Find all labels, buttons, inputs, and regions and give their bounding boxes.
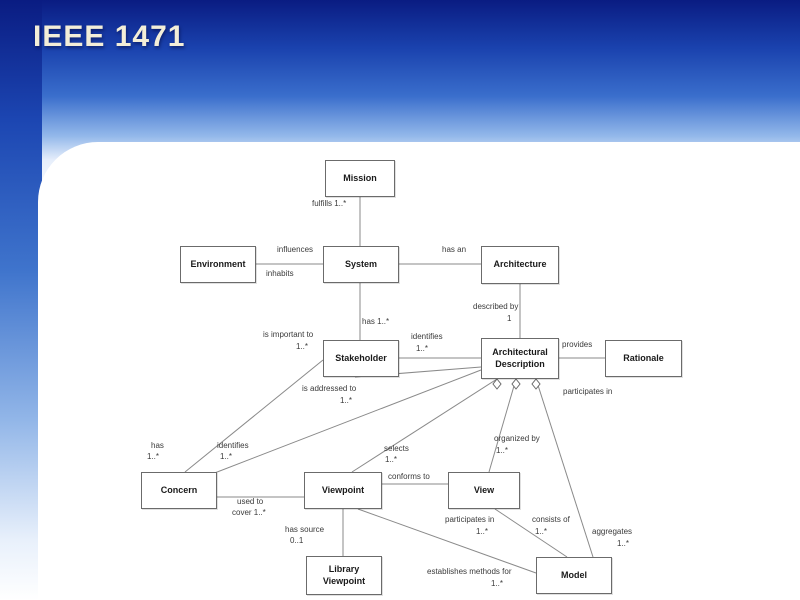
- node-concern: Concern: [141, 472, 217, 509]
- label-multiplicity: 1..*: [491, 579, 504, 588]
- label-described-by: described by: [473, 302, 519, 311]
- node-library-viewpoint: Library Viewpoint: [306, 556, 382, 595]
- node-rationale: Rationale: [605, 340, 682, 377]
- node-viewpoint: Viewpoint: [304, 472, 382, 509]
- label-is-addressed-to: is addressed to: [302, 384, 357, 393]
- label-establishes-methods-for: establishes methods for: [427, 567, 512, 576]
- node-system: System: [323, 246, 399, 283]
- label-multiplicity: 0..1: [290, 536, 304, 545]
- node-architectural-description: Architectural Description: [481, 338, 559, 379]
- node-stakeholder: Stakeholder: [323, 340, 399, 377]
- aggregation-diamond: [531, 378, 541, 390]
- label-has-source: has source: [285, 525, 325, 534]
- left-gradient-strip: [0, 0, 42, 600]
- label-multiplicity: 1..*: [476, 527, 489, 536]
- label-participates-in-view: participates in: [445, 515, 495, 524]
- label-multiplicity: 1..*: [617, 539, 630, 548]
- edge-ad-model: [535, 378, 594, 558]
- label-used-to: used to: [237, 497, 264, 506]
- label-multiplicity: 1..*: [535, 527, 548, 536]
- slide-title: IEEE 1471: [33, 20, 186, 53]
- edge-ad-concern: [211, 369, 482, 475]
- label-participates-in-ad: participates in: [563, 387, 613, 396]
- edge-ad-viewpoint: [351, 378, 498, 473]
- label-multiplicity: 1..*: [416, 344, 429, 353]
- node-mission: Mission: [325, 160, 395, 197]
- label-has-stakeholder: has 1..*: [362, 317, 390, 326]
- aggregation-diamond: [511, 378, 521, 390]
- label-has-an: has an: [442, 245, 467, 254]
- label-fulfills: fulfills 1..*: [312, 199, 347, 208]
- label-organized-by: organized by: [494, 434, 540, 443]
- label-provides: provides: [562, 340, 593, 349]
- label-multiplicity: 1: [507, 314, 512, 323]
- edge-view-model: [494, 508, 568, 558]
- edge-ad-view: [488, 378, 517, 473]
- label-multiplicity: 1..*: [220, 452, 233, 461]
- label-multiplicity: 1..*: [296, 342, 309, 351]
- node-model: Model: [536, 557, 612, 594]
- label-identifies-concern: identifies: [217, 441, 249, 450]
- label-cover: cover 1..*: [232, 508, 266, 517]
- label-inhabits: inhabits: [266, 269, 294, 278]
- label-selects: selects: [384, 444, 409, 453]
- label-aggregates: aggregates: [592, 527, 633, 536]
- node-architecture: Architecture: [481, 246, 559, 284]
- label-is-important-to: is important to: [263, 330, 314, 339]
- label-influences: influences: [277, 245, 314, 254]
- label-multiplicity: 1..*: [340, 396, 353, 405]
- edge-stakeholder-concern: [184, 359, 324, 473]
- label-has-concern: has: [151, 441, 164, 450]
- label-consists-of: consists of: [532, 515, 570, 524]
- node-environment: Environment: [180, 246, 256, 283]
- edge-viewpoint-model: [357, 508, 537, 574]
- label-multiplicity: 1..*: [385, 455, 398, 464]
- label-multiplicity: 1..*: [147, 452, 160, 461]
- label-identifies-stakeholder: identifies: [411, 332, 443, 341]
- label-multiplicity: 1..*: [496, 446, 509, 455]
- label-conforms-to: conforms to: [388, 472, 430, 481]
- node-view: View: [448, 472, 520, 509]
- aggregation-diamond: [492, 378, 502, 390]
